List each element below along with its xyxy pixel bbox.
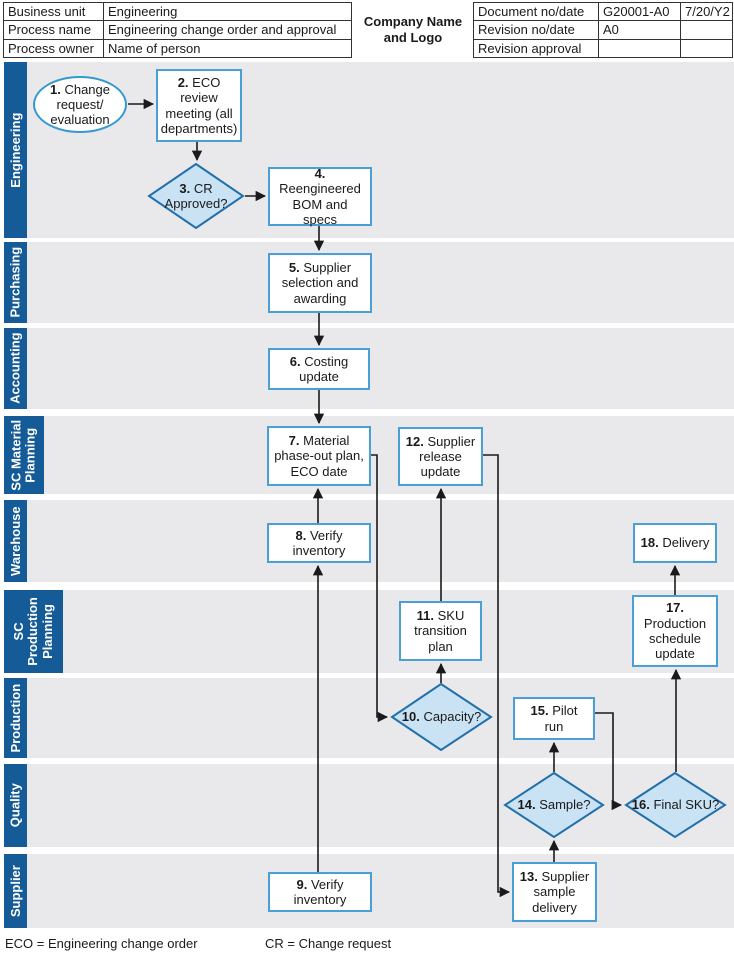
node-18-label: 18. Delivery (640, 535, 710, 551)
process-name-label: Process name (4, 21, 104, 40)
node-7-material-phase-out-plan: 7. Material phase-out plan, ECO date (267, 426, 371, 486)
node-4-reengineered-bom: 4. Reengineered BOM and specs (268, 165, 372, 227)
node-9-label: 9. Verify inventory (293, 876, 347, 907)
lane-purchasing-label: Purchasing (7, 247, 23, 318)
node-8-label: 8. Verify inventory (292, 527, 346, 558)
diamond-shape (624, 772, 727, 838)
node-6-costing-update: 6. Costing update (268, 348, 370, 390)
lane-sc-production-planning-label: SC Production Planning (11, 597, 55, 666)
node-12-supplier-release-update: 12. Supplier release update (398, 427, 483, 486)
node-8-verify-inventory-warehouse: 8. Verify inventory (267, 523, 371, 563)
document-no-label: Document no/date (474, 3, 599, 22)
node-6-label: 6. Costing update (289, 353, 349, 384)
diamond-shape (147, 163, 245, 229)
node-7-label: 7. Material phase-out plan, ECO date (274, 433, 364, 479)
node-14-label: 14. Sample? (517, 797, 591, 813)
lane-warehouse-label: Warehouse (7, 506, 23, 576)
node-12-label: 12. Supplier release update (405, 433, 476, 480)
node-5-supplier-selection: 5. Supplier selection and awarding (268, 253, 372, 313)
node-3-cr-approved-decision: 3. CR Approved? (147, 163, 245, 229)
revision-no-label: Revision no/date (474, 21, 599, 40)
node-13-supplier-sample-delivery: 13. Supplier sample delivery (512, 862, 597, 922)
revision-no-value: A0 (599, 21, 681, 40)
node-1-label: 1. Change request/ evaluation (49, 81, 110, 128)
lane-engineering-label: Engineering (7, 112, 23, 188)
node-15-pilot-run: 15. Pilot run (513, 697, 595, 740)
node-10-capacity-decision: 10. Capacity? (390, 683, 493, 751)
node-18-delivery: 18. Delivery (633, 523, 717, 563)
diamond-shape (390, 683, 493, 751)
node-4-label: 4. Reengineered BOM and specs (279, 165, 361, 227)
lane-production-bar: Production (4, 678, 27, 758)
business-unit-value: Engineering (104, 3, 352, 22)
revision-approval-value (599, 39, 681, 58)
lane-quality-bar: Quality (4, 764, 27, 847)
node-3-label: 3. CR Approved? (164, 180, 228, 211)
node-13-label: 13. Supplier sample delivery (519, 869, 590, 915)
lane-warehouse-bar: Warehouse (4, 500, 27, 582)
lane-production-label: Production (7, 683, 23, 753)
lane-sc-material-planning-bar: SC Material Planning (4, 416, 44, 494)
node-1-change-request: 1. Change request/ evaluation (33, 76, 127, 133)
revision-date-value (681, 21, 733, 40)
node-17-label: 17. Production schedule update (643, 600, 707, 662)
lane-purchasing-bar: Purchasing (4, 242, 27, 323)
node-17-production-schedule-update: 17. Production schedule update (632, 595, 718, 667)
business-unit-label: Business unit (4, 3, 104, 22)
lane-production: Production (4, 678, 734, 758)
process-owner-value: Name of person (104, 39, 352, 58)
node-5-label: 5. Supplier selection and awarding (281, 260, 359, 306)
legend-eco: ECO = Engineering change order (5, 936, 198, 951)
lane-supplier-bar: Supplier (4, 854, 27, 928)
revision-approval-label: Revision approval (474, 39, 599, 58)
company-name-logo: Company Name and Logo (363, 13, 463, 45)
node-11-sku-transition-plan: 11. SKU transition plan (399, 601, 482, 661)
process-info-table: Business unit Engineering Process name E… (3, 2, 352, 58)
document-no-value: G20001-A0 (599, 3, 681, 22)
lane-supplier-label: Supplier (7, 864, 23, 918)
node-16-final-sku-decision: 16. Final SKU? (624, 772, 727, 838)
process-owner-label: Process owner (4, 39, 104, 58)
node-15-label: 15. Pilot run (530, 703, 578, 734)
lane-sc-material-planning-label: SC Material Planning (8, 419, 38, 491)
node-2-eco-review-meeting: 2. ECO review meeting (all departments) (156, 69, 242, 142)
node-9-verify-inventory-supplier: 9. Verify inventory (268, 872, 372, 912)
lane-accounting-bar: Accounting (4, 328, 27, 409)
lane-accounting: Accounting (4, 328, 734, 409)
legend-cr: CR = Change request (265, 936, 392, 951)
lane-accounting-label: Accounting (7, 332, 23, 405)
node-11-label: 11. SKU transition plan (414, 608, 467, 654)
lane-engineering-bar: Engineering (4, 62, 27, 238)
node-16-label: 16. Final SKU? (631, 797, 720, 813)
document-info-table: Document no/date G20001-A0 7/20/Y2 Revis… (473, 2, 733, 58)
lane-sc-production-planning: SC Production Planning (4, 590, 734, 673)
node-14-sample-decision: 14. Sample? (503, 772, 605, 838)
diamond-shape (503, 772, 605, 838)
document-date-value: 7/20/Y2 (681, 3, 733, 22)
revision-approval-date (681, 39, 733, 58)
node-2-label: 2. ECO review meeting (all departments) (160, 74, 238, 136)
lane-sc-production-planning-bar: SC Production Planning (4, 590, 63, 673)
process-name-value: Engineering change order and approval (104, 21, 352, 40)
node-10-label: 10. Capacity? (401, 709, 482, 725)
lane-quality-label: Quality (7, 783, 23, 828)
